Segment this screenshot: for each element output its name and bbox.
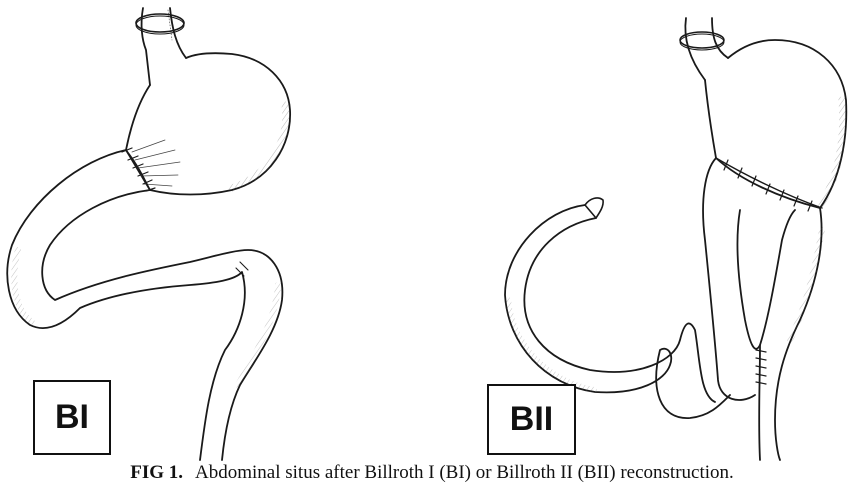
bi-stomach-remnant [125, 52, 291, 196]
bii-anastomosis-sutures [755, 349, 767, 385]
bi-anastomosis-folds [131, 139, 181, 187]
bii-jejunum-open-end [584, 197, 604, 219]
bii-sutures [723, 159, 813, 212]
bi-clip-ring [135, 13, 185, 33]
bii-esophagus [684, 17, 729, 81]
bii-clip-ring [679, 31, 725, 49]
billroth-ii-illustration [504, 17, 848, 461]
caption-text: Abdominal situs after Billroth I (BI) or… [195, 462, 734, 483]
figure-caption: FIG 1. Abdominal situs after Billroth I (… [0, 460, 864, 486]
bii-suture-line [715, 157, 823, 209]
bi-distal-sutures [235, 261, 249, 277]
panel-label-bii-text: BII [509, 400, 554, 438]
bii-afferent-limb [702, 157, 796, 401]
bi-esophagus [140, 7, 187, 86]
panel-label-bi-text: BI [55, 398, 89, 436]
bii-stomach-remnant [704, 39, 848, 209]
panel-label-bi: BI [33, 380, 111, 455]
billroth-i-illustration [6, 7, 291, 461]
figure-number: FIG 1. [130, 462, 184, 483]
bi-suture-line [125, 149, 151, 191]
bii-jejunal-loop [504, 204, 731, 419]
panel-label-bii: BII [487, 384, 576, 455]
